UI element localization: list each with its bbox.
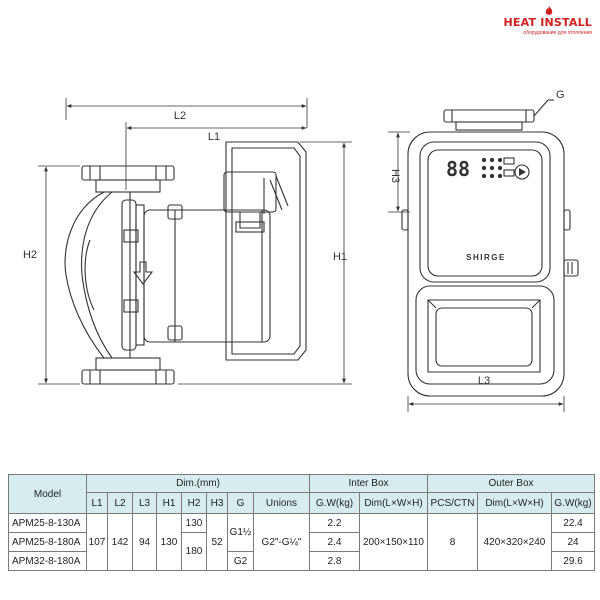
l3-cell: 94 [132,513,157,571]
col-l1: L1 [86,492,108,514]
pump-drawing: L2 L1 H2 H1 H3 L3 G 88 SHIRGE [23,89,579,412]
col-inter-dim: Dim(L×W×H) [359,492,428,514]
g-cell: G2 [227,551,254,571]
table-row: APM32-8-180A G2 2.8 29.6 [8,551,595,571]
unions-cell: G2"-G¼" [253,513,310,571]
model-cell: APM32-8-180A [8,551,87,571]
brand-tagline: оборудование для отопления [523,30,592,36]
flame-icon [545,6,553,15]
g-cell: G1½ [227,513,254,552]
spec-table: Model Dim.(mm) Inter Box Outer Box L1 L2… [8,474,595,571]
inter-gw-cell: 2.2 [309,513,360,533]
side-view [64,141,307,385]
h2-cell: 180 [181,532,207,571]
col-g: G [227,492,254,514]
side-dimensions [38,98,352,385]
header-inter-box: Inter Box [309,474,428,493]
front-dimensions [388,131,565,412]
inter-gw-cell: 2.4 [309,532,360,552]
outer-gw-cell: 29.6 [551,551,595,571]
col-h1: H1 [156,492,182,514]
pcs-cell: 8 [427,513,478,571]
l1-cell: 107 [86,513,108,571]
col-h3: H3 [206,492,228,514]
label-g: G [556,89,565,101]
col-unions: Unions [253,492,310,514]
col-h2: H2 [181,492,207,514]
h3-cell: 52 [206,513,228,571]
h2-cell: 130 [181,513,207,533]
header-outer-box: Outer Box [427,474,595,493]
inter-dim-cell: 200×150×110 [359,513,428,571]
outer-gw-cell: 24 [551,532,595,552]
header-row-groups: Model Dim.(mm) Inter Box Outer Box [8,474,595,514]
label-h1: H1 [333,251,347,263]
col-outer-gw: G.W(kg) [551,492,595,514]
outer-dim-cell: 420×320×240 [477,513,552,571]
label-l2: L2 [174,110,186,122]
h1-cell: 130 [156,513,182,571]
header-dim: Dim.(mm) [86,474,310,493]
table-row: APM25-8-130A 107 142 94 130 130 52 G1½ G… [8,513,595,571]
l2-cell: 142 [107,513,133,571]
label-l1: L1 [208,131,220,143]
col-pcs: PCS/CTN [427,492,478,514]
header-model: Model [8,474,87,514]
label-h2: H2 [23,249,37,261]
display-digits: 88 [446,157,470,181]
inter-gw-cell: 2.8 [309,551,360,571]
model-cell: APM25-8-130A [8,513,87,533]
col-l3: L3 [132,492,157,514]
col-outer-dim: Dim(L×W×H) [477,492,552,514]
brand-name: HEAT INSTALL [503,16,592,29]
header-row-columns: L1 L2 L3 H1 H2 H3 G Unions G.W(kg) Dim(L… [9,492,595,514]
label-h3: H3 [389,169,401,183]
model-cell: APM25-8-180A [8,532,87,552]
brand-logo: HEAT INSTALL оборудование для отопления [500,6,592,40]
table-row: APM25-8-180A 180 2.4 24 [8,532,595,571]
outer-gw-cell: 22.4 [551,513,595,533]
col-inter-gw: G.W(kg) [309,492,360,514]
col-l2: L2 [107,492,133,514]
product-mark: SHIRGE [466,253,506,262]
front-view [401,99,579,397]
label-l3: L3 [478,375,490,387]
